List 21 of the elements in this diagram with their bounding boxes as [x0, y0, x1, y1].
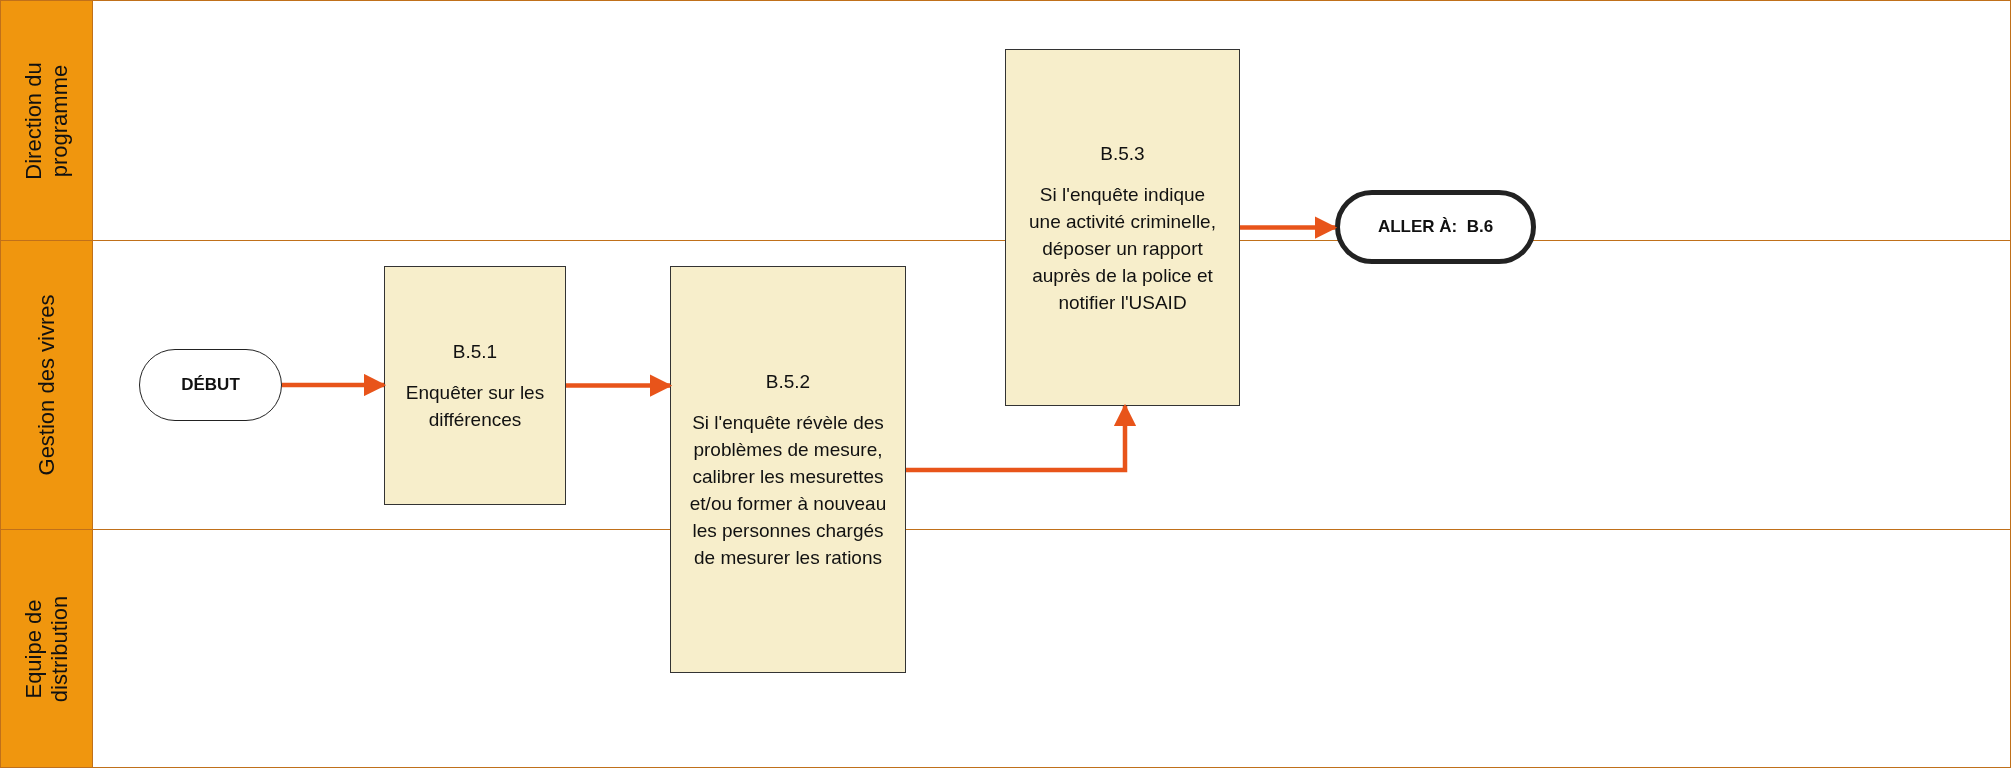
- step-text: Si l'enquête indique une activité criminelle, déposer un rapport auprès de la police et notifier l'USAID: [1028, 182, 1217, 315]
- terminator-label: ALLER À: B.6: [1377, 217, 1494, 237]
- step-number: B.5.1: [452, 340, 498, 364]
- lane-label: Direction du programme: [21, 60, 73, 182]
- lane-header: [0, 240, 93, 530]
- step-number: B.5.3: [1100, 141, 1145, 166]
- process-box: [1005, 49, 1240, 406]
- arrow: [1240, 216, 1338, 239]
- arrow: [566, 374, 673, 397]
- step-number: B.5.2: [765, 370, 811, 394]
- terminator-label: DÉBUT: [181, 375, 240, 395]
- process-box: [670, 266, 906, 673]
- step-text: Si l'enquête révèle des problèmes de mesure, calibrer les mesurettes et/ou former à nouveau les personnes chargés de mesurer les rations: [688, 411, 888, 570]
- step-text: Enquêter sur les différences: [404, 381, 546, 432]
- lane-label: Gestion des vivres: [34, 293, 60, 478]
- lane-header: [0, 529, 93, 768]
- process-box: [384, 266, 566, 505]
- lane-label: Equipe de distribution: [21, 594, 73, 704]
- arrow: [282, 373, 387, 397]
- arrow: [906, 403, 1137, 473]
- lane-header: [0, 0, 93, 241]
